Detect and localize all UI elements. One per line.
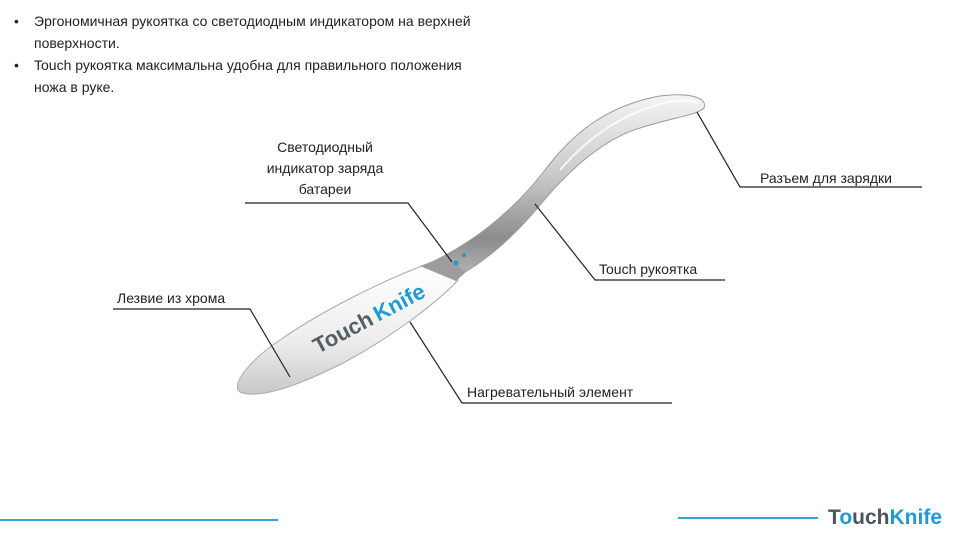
leader-line-handle (534, 203, 725, 281)
knife-handle (418, 94, 705, 276)
blade-neck (420, 256, 466, 281)
leader-line-heating (409, 321, 672, 404)
bullet-dot: • (14, 13, 19, 29)
bullet-item: • Эргономичная рукоятка со светодиодным и… (14, 10, 484, 54)
bullet-list: • Эргономичная рукоятка со светодиодным и… (14, 10, 484, 98)
bullet-text: Touch рукоятка максимальна удобна для пр… (34, 57, 462, 95)
leader-line-blade (113, 308, 291, 378)
led-indicator-icon (462, 253, 466, 257)
handle-highlight (559, 99, 699, 171)
footer-line-right (678, 517, 818, 519)
leader-line-port (696, 111, 922, 188)
bullet-text: Эргономичная рукоятка со светодиодным ин… (34, 13, 471, 51)
leader-line-led (245, 202, 453, 263)
label-chrome-blade: Лезвие из хрома (117, 290, 226, 306)
bullet-item: • Touch рукоятка максимальна удобна для п… (14, 54, 484, 98)
label-touch-handle: Touch рукоятка (599, 261, 698, 277)
led-indicator-icon (453, 260, 459, 266)
label-heating-element: Нагревательный элемент (467, 384, 634, 400)
knife-blade (237, 265, 459, 395)
brand-logo: TouchKnife (828, 506, 942, 529)
label-charging-port: Разъем для зарядки (760, 170, 893, 186)
bullet-dot: • (14, 57, 19, 73)
footer-line-left (0, 519, 278, 521)
label-led-indicator: Светодиодный индикатор заряда батареи (266, 139, 384, 197)
